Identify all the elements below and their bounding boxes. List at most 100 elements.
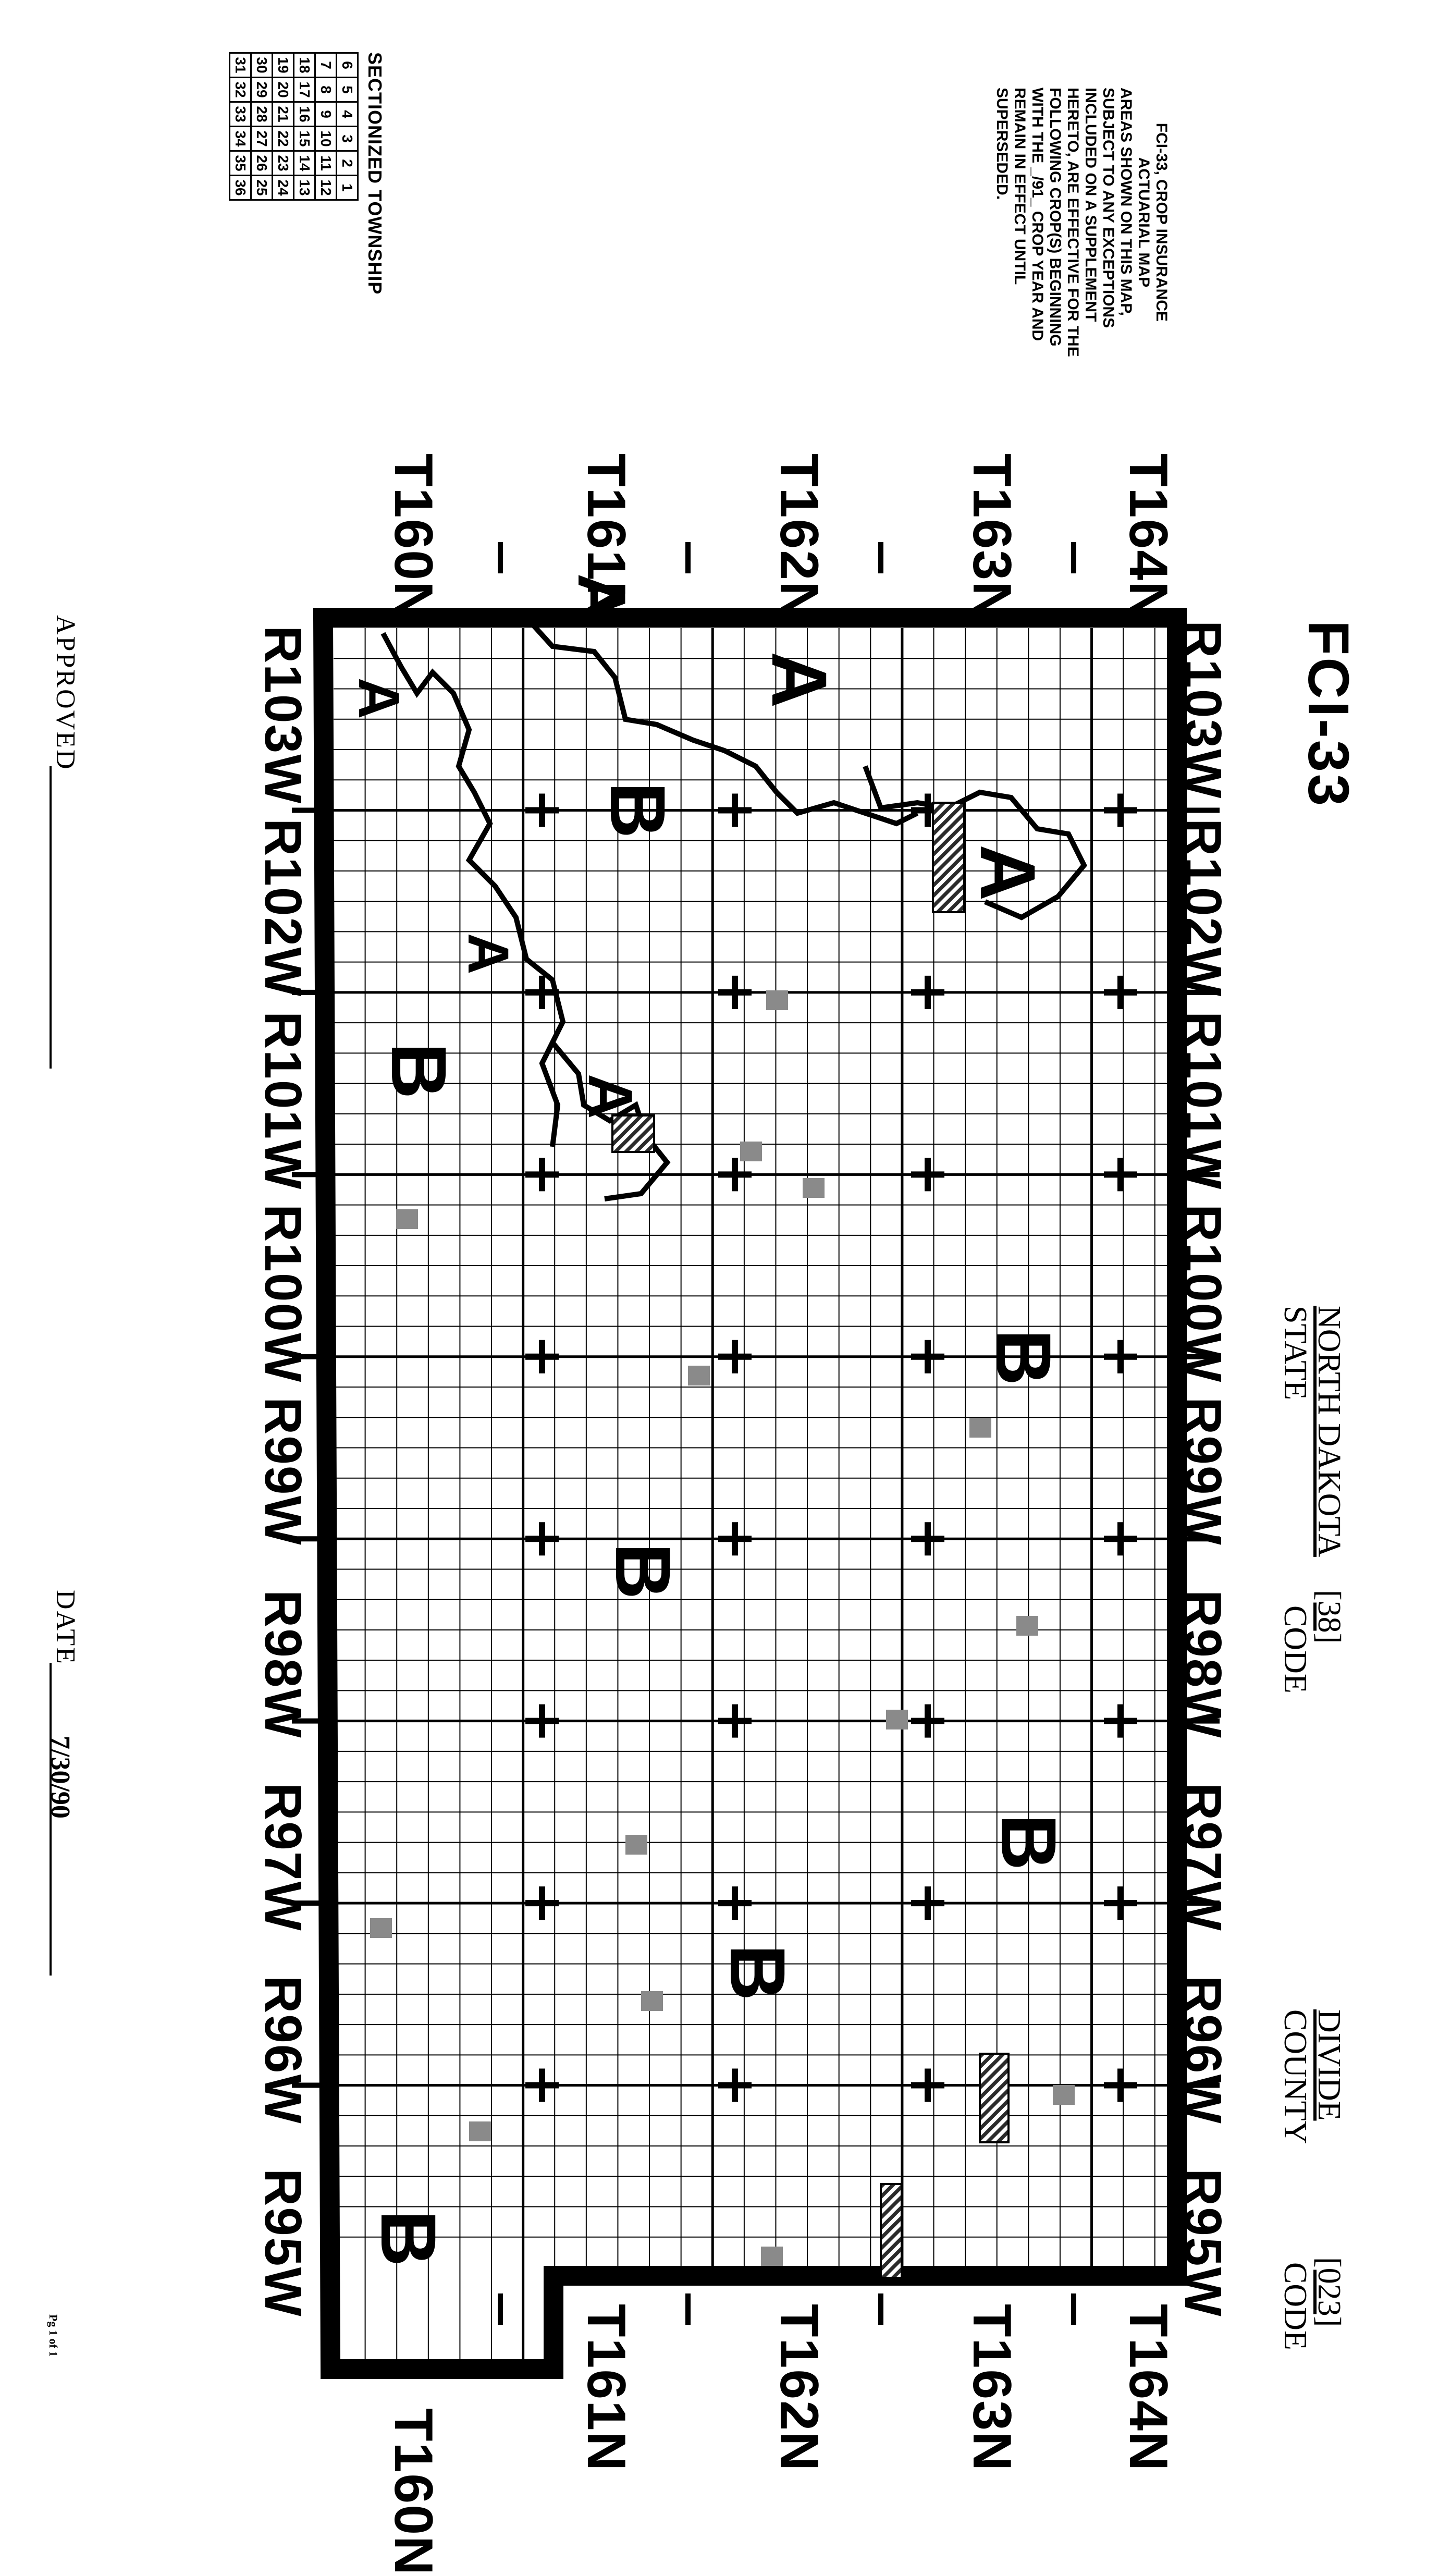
section-number-cell: 34: [229, 126, 251, 151]
hatched-area: [932, 802, 965, 913]
section-number-cell: 26: [251, 151, 273, 176]
range-label-top: R99W: [1174, 1397, 1232, 1546]
township-corner-cross: [1104, 1886, 1137, 1920]
stippled-parcel: [886, 1710, 908, 1729]
area-label-a: A: [564, 573, 640, 623]
area-label-b: B: [594, 782, 682, 840]
range-label-bottom: R98W: [254, 1590, 312, 1739]
state-code: [38]: [1311, 1590, 1347, 1644]
section-number-cell: 2: [336, 151, 358, 176]
section-number-cell: 1: [336, 175, 358, 200]
section-marks: [370, 793, 1137, 2266]
notice-line: FOLLOWING CROP(S) BEGINNING: [1047, 88, 1064, 347]
range-label-top: R96W: [1174, 1976, 1232, 2125]
township-corner-cross: [1104, 975, 1137, 1009]
range-label-bottom: R95W: [254, 2168, 312, 2317]
section-number-cell: 7: [315, 53, 337, 78]
township-label-right: T162N: [769, 2304, 829, 2472]
notice-line: INCLUDED ON A SUPPLEMENT: [1082, 88, 1099, 322]
county-name: DIVIDE: [1311, 2009, 1347, 2121]
notice-line: SUBJECT TO ANY EXCEPTIONS: [1100, 88, 1117, 328]
stippled-parcel: [1053, 2085, 1075, 2105]
section-number-cell: 25: [251, 175, 273, 200]
township-corner-cross: [525, 1522, 559, 1556]
township-corner-cross: [525, 2068, 559, 2102]
notice-line: REMAIN IN EFFECT UNTIL: [1011, 88, 1028, 285]
stippled-parcel: [469, 2121, 491, 2141]
township-corner-cross: [718, 2068, 752, 2102]
area-label-b: B: [599, 1543, 687, 1601]
township-corner-cross: [1104, 1704, 1137, 1738]
range-label-bottom: R96W: [254, 1976, 312, 2125]
range-label-top: R101W: [1174, 1011, 1232, 1191]
township-corner-cross: [911, 1704, 944, 1738]
range-label-top: R98W: [1174, 1590, 1232, 1739]
stippled-parcel: [969, 1418, 991, 1438]
section-number-cell: 15: [293, 126, 315, 151]
hatched-area: [979, 2053, 1010, 2143]
area-label-b: B: [985, 1814, 1073, 1872]
range-label-top: R97W: [1174, 1783, 1232, 1932]
township-corner-cross: [718, 1158, 752, 1192]
section-number-cell: 31: [229, 53, 251, 78]
hatched-area: [611, 1114, 655, 1153]
stippled-parcel: [766, 990, 788, 1010]
area-label-b: B: [714, 1944, 802, 2002]
stippled-parcel: [688, 1366, 710, 1385]
county-boundary: [313, 608, 1187, 2379]
township-label-right: T160N: [383, 2408, 444, 2576]
section-number-cell: 13: [293, 175, 315, 200]
notice-line: HERETO, ARE EFFECTIVE FOR THE: [1064, 88, 1081, 357]
section-number-cell: 32: [229, 77, 251, 102]
section-number-cell: 16: [293, 102, 315, 127]
state-code-caption: CODE: [1277, 1605, 1313, 1694]
state-caption: STATE: [1277, 1306, 1313, 1401]
township-corner-cross: [525, 1158, 559, 1192]
section-number-cell: 30: [251, 53, 273, 78]
township-corner-cross: [718, 975, 752, 1009]
section-number-cell: 36: [229, 175, 251, 200]
approved-signature-line: [50, 766, 52, 1069]
township-corner-cross: [911, 1886, 944, 1920]
section-number-cell: 24: [272, 175, 294, 200]
section-number-cell: 28: [251, 102, 273, 127]
range-label-bottom: R103W: [254, 625, 312, 805]
hatched-area: [880, 2183, 903, 2279]
stippled-parcel: [396, 1209, 418, 1229]
area-label-a: A: [964, 844, 1052, 902]
section-number-cell: 19: [272, 53, 294, 78]
range-label-top: R102W: [1174, 818, 1232, 998]
township-corner-cross: [1104, 1340, 1137, 1373]
stippled-parcel: [641, 1991, 663, 2011]
range-label-bottom: R99W: [254, 1397, 312, 1546]
range-label-bottom: R97W: [254, 1783, 312, 1932]
section-number-cell: 22: [272, 126, 294, 151]
township-label-left: T162N: [769, 453, 829, 622]
notice-heading: FCI-33, CROP INSURANCE: [1153, 122, 1170, 322]
range-label-bottom: R100W: [254, 1204, 312, 1383]
state-name: NORTH DAKOTA: [1311, 1306, 1347, 1557]
area-label-b: B: [375, 1042, 463, 1100]
township-ticks: [292, 542, 1220, 2325]
township-corner-cross: [718, 1704, 752, 1738]
township-corner-cross: [718, 1522, 752, 1556]
notice-block: FCI-33, CROP INSURANCE ACTUARIAL MAP ARE…: [993, 88, 1170, 357]
range-label-top: R95W: [1174, 2168, 1232, 2317]
section-number-cell: 6: [336, 53, 358, 78]
section-number-cell: 29: [251, 77, 273, 102]
area-label-b: B: [365, 2210, 452, 2268]
stippled-parcel: [803, 1178, 825, 1198]
area-label-a: A: [347, 678, 411, 720]
township-label-left: T163N: [962, 453, 1022, 622]
township-label-left: T160N: [383, 453, 444, 622]
area-boundary-line: [863, 765, 1087, 921]
section-number-cell: 12: [315, 175, 337, 200]
stippled-parcel: [740, 1142, 762, 1161]
notice-line: WITH THE _/91_ CROP YEAR AND: [1029, 88, 1046, 341]
section-number-cell: 4: [336, 102, 358, 127]
area-label-a: A: [456, 933, 520, 976]
township-corner-cross: [911, 975, 944, 1009]
date-line: [50, 1663, 52, 1976]
township-label-right: T163N: [962, 2304, 1022, 2472]
